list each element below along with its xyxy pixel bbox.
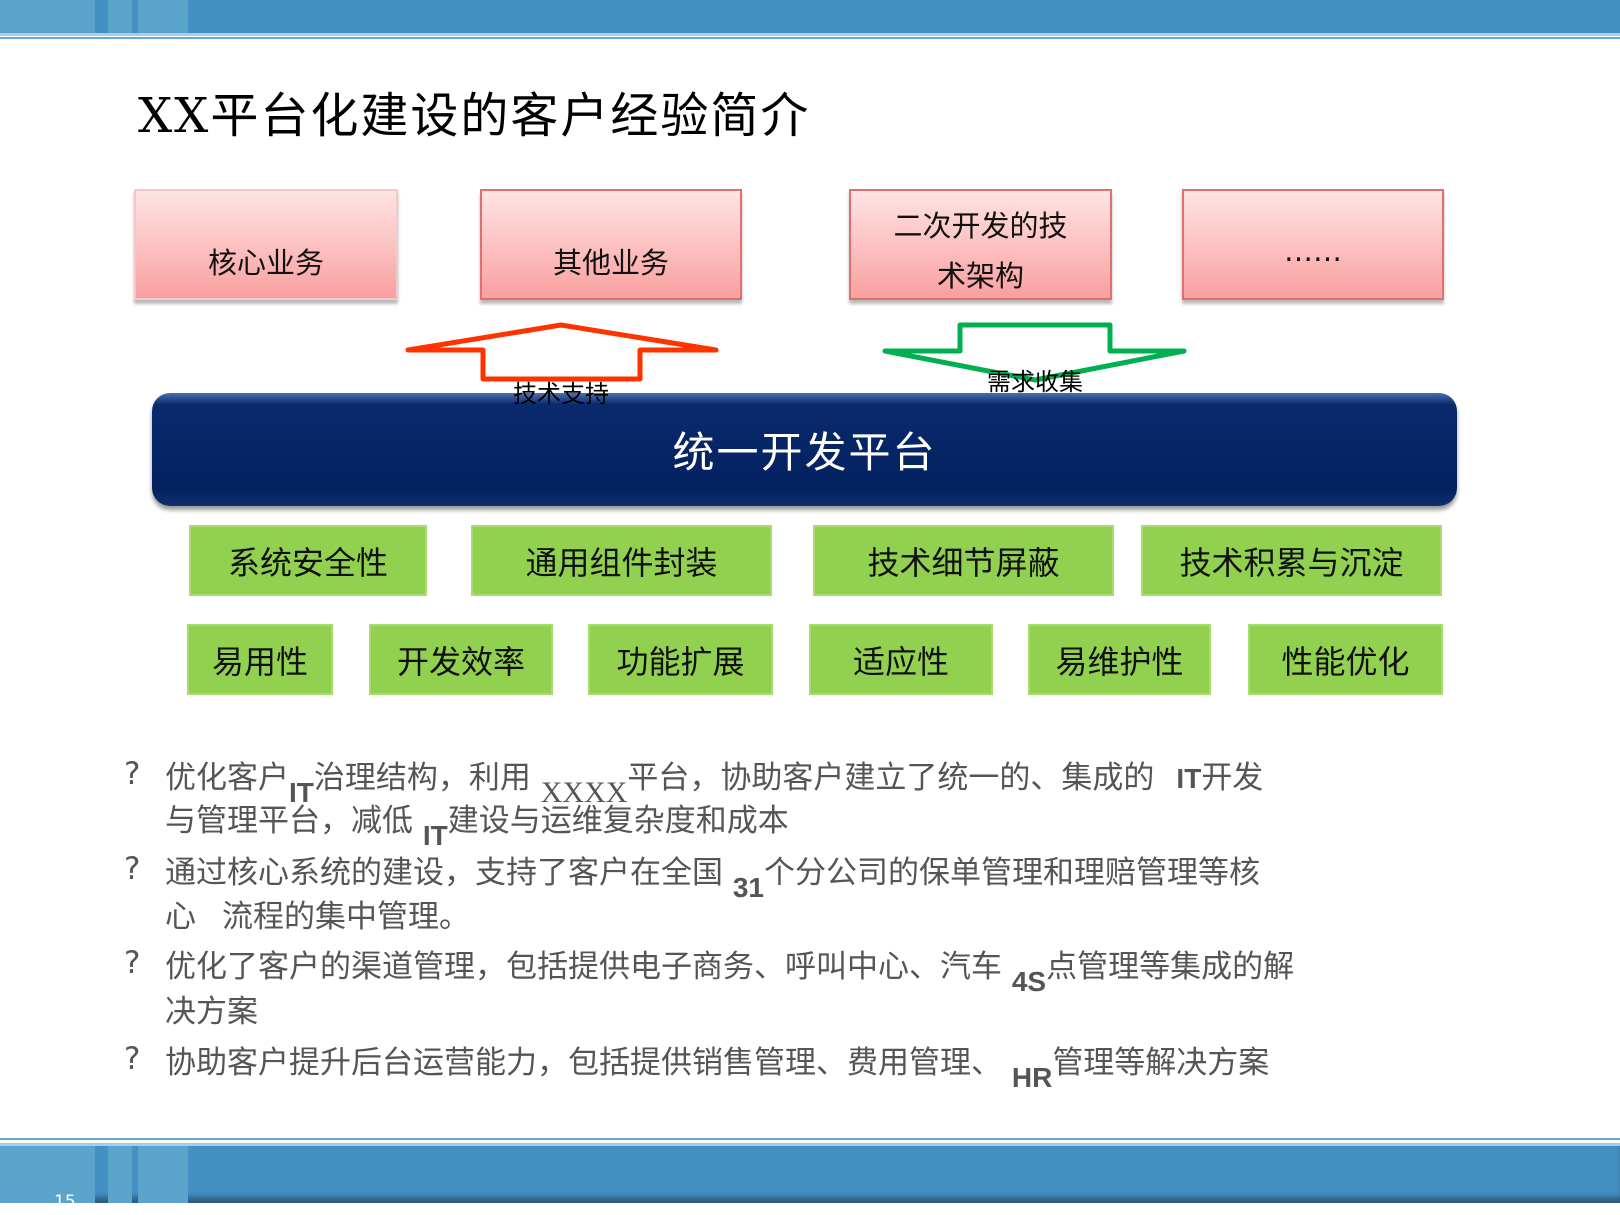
bullet-text: 个分公司的保单管理和理赔管理等核 — [764, 855, 1261, 891]
box-more: …… — [1182, 189, 1444, 300]
footer-bar — [0, 1138, 1620, 1203]
arrows — [405, 322, 1187, 383]
feature-shielding: 技术细节屏蔽 — [813, 525, 1114, 596]
header-bar — [0, 0, 1620, 39]
down-arrow-label: 需求收集 — [987, 368, 1083, 396]
quality-performance: 性能优化 — [1248, 624, 1443, 695]
page-number: 15 — [54, 1192, 76, 1212]
bullet-marker: ? — [124, 945, 141, 981]
bullet-line: 协助客户提升后台运营能力，包括提供销售管理、费用管理、 HR管理等解决方案 — [165, 1043, 1270, 1093]
box-tech-architecture: 二次开发的技术架构 — [849, 189, 1112, 300]
bullet-text: 协助客户提升后台运营能力，包括提供销售管理、费用管理、 — [165, 1045, 1012, 1081]
bullet-text: 与管理平台，减低 — [165, 803, 423, 839]
quality-efficiency: 开发效率 — [369, 624, 553, 695]
bullet-marker: ? — [124, 1041, 141, 1077]
box-other-business: 其他业务 — [480, 189, 742, 300]
bullet-text: 流程的集中管理。 — [222, 899, 470, 935]
down-arrow-icon — [882, 322, 1187, 383]
quality-usability: 易用性 — [187, 624, 333, 695]
box-label: 核心业务 — [207, 246, 324, 280]
bullet-marker: ? — [124, 756, 141, 792]
bullet-text: XXXX — [540, 776, 628, 809]
bullet-text: 通过核心系统的建设，支持了客户在全国 — [165, 855, 733, 891]
box-core-business: 核心业务 — [134, 189, 398, 300]
bullet-text: 31 — [732, 872, 765, 903]
bullet-text: 决方案 — [165, 994, 258, 1030]
feature-security: 系统安全性 — [189, 525, 427, 596]
quality-extensibility: 功能扩展 — [588, 624, 773, 695]
bullet-text: 4S — [1011, 966, 1047, 997]
unified-platform-bar: 统一开发平台 — [152, 393, 1457, 506]
bullet-text: 心 — [165, 899, 196, 935]
bullet-text: 治理结构，利用 — [313, 760, 541, 796]
bullet-line: 心流程的集中管理。 — [165, 897, 470, 937]
bullet-text: IT — [1176, 763, 1202, 794]
quality-adaptability: 适应性 — [809, 624, 993, 695]
bullet-text: 管理等解决方案 — [1052, 1045, 1270, 1081]
bullet-marker: ? — [124, 851, 141, 887]
bullet-text: 优化了客户的渠道管理，包括提供电子商务、呼叫中心、汽车 — [165, 949, 1012, 985]
slide-title: XX平台化建设的客户经验简介 — [138, 88, 811, 144]
bullet-text: 开发 — [1201, 760, 1264, 796]
bullet-text: 点管理等集成的解 — [1046, 949, 1295, 985]
up-arrow-label: 技术支持 — [513, 380, 609, 408]
bullet-text: IT — [289, 777, 314, 808]
bullet-text: 平台，协助客户建立了统一的、集成的 — [627, 760, 1155, 796]
bullet-text: HR — [1011, 1062, 1053, 1093]
bullet-line: 与管理平台，减低 IT建设与运维复杂度和成本 — [165, 801, 789, 851]
up-arrow-icon — [405, 322, 719, 382]
feature-accumulation: 技术积累与沉淀 — [1141, 525, 1442, 596]
bullet-line: 优化了客户的渠道管理，包括提供电子商务、呼叫中心、汽车 4S点管理等集成的解 — [165, 947, 1295, 997]
bullet-line: 通过核心系统的建设，支持了客户在全国 31个分公司的保单管理和理赔管理等核 — [165, 853, 1261, 903]
bullet-text: IT — [422, 820, 448, 851]
feature-components: 通用组件封装 — [471, 525, 772, 596]
box-label: 其他业务 — [552, 246, 669, 280]
box-label: 二次开发的技术架构 — [893, 209, 1068, 293]
bullet-text: 优化客户 — [165, 760, 289, 796]
box-label: …… — [1284, 234, 1342, 268]
bullet-text: 建设与运维复杂度和成本 — [447, 803, 789, 839]
quality-maintainability: 易维护性 — [1028, 624, 1211, 695]
bullet-line: 决方案 — [165, 992, 258, 1032]
